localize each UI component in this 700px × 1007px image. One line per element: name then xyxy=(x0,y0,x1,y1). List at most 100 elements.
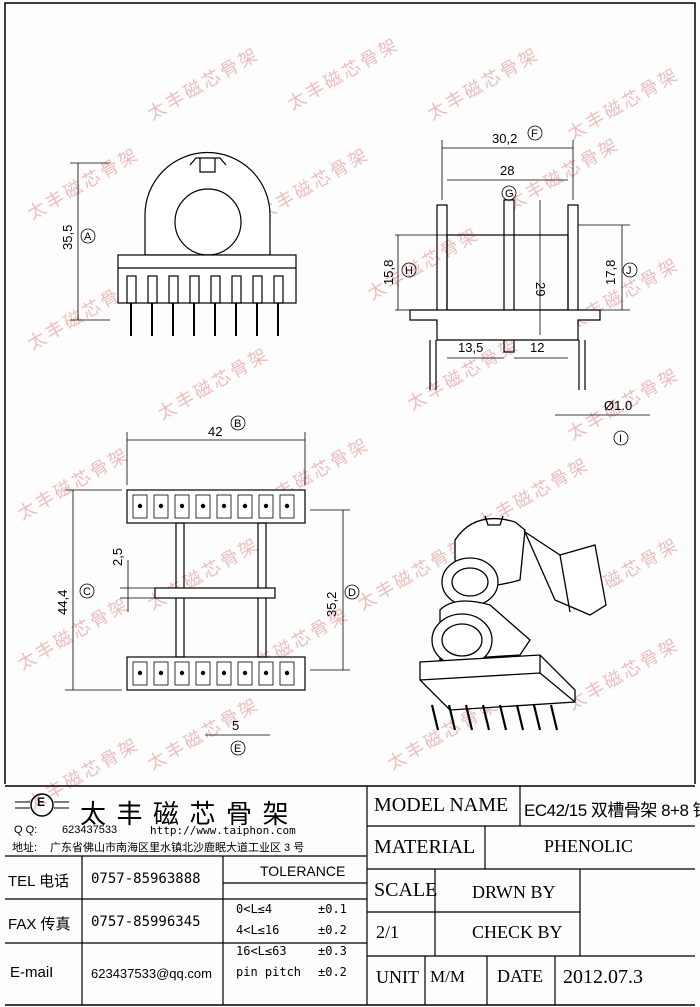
dim-left-offset: 13,5 xyxy=(458,340,483,355)
bottom-pin-hole xyxy=(263,503,269,509)
tolerance-range: 16<L≤63 xyxy=(236,944,287,958)
bottom-pin-hole xyxy=(200,670,206,676)
isometric-view xyxy=(419,515,607,731)
label-e: E xyxy=(234,743,241,755)
bottom-pin-hole xyxy=(221,670,227,676)
label-j: J xyxy=(626,265,632,277)
bottom-pin-hole xyxy=(242,503,248,509)
bottom-pin-slot xyxy=(174,494,190,519)
bottom-view xyxy=(126,489,306,691)
label-i: I xyxy=(619,433,622,445)
side-dims: 30,2 F 28 G 29 15,8 H 17,8 J 13,5 12 Ø1.… xyxy=(381,125,650,446)
technical-drawing: 35,5 A 30,2 F 28 G 29 xyxy=(4,2,696,784)
label-d: D xyxy=(348,587,356,599)
fax-label: FAX 传真 xyxy=(8,916,71,933)
tolerance-range: 0<L≤4 xyxy=(236,902,273,916)
bottom-pin-slot xyxy=(153,494,169,519)
bottom-pin-hole xyxy=(137,670,143,676)
bottom-pin-hole xyxy=(263,670,269,676)
bottom-pin-hole xyxy=(158,670,164,676)
address-text: 广东省佛山市南海区里水镇北沙鹿眠大道工业区 3 号 xyxy=(50,842,305,854)
bottom-pin-slot xyxy=(132,661,148,686)
check-by-label: CHECK BY xyxy=(472,922,563,942)
bottom-pin-slot xyxy=(279,661,295,686)
iso-pin xyxy=(498,704,508,731)
bottom-pin-hole xyxy=(158,503,164,509)
dim-h-value: 15,8 xyxy=(381,260,396,285)
bottom-pin-hole xyxy=(179,670,185,676)
website-link[interactable]: http://www.taiphon.com xyxy=(150,824,296,837)
dim-c-value: 44,4 xyxy=(55,590,70,615)
bottom-pin-hole xyxy=(284,503,290,509)
dim-right-offset: 12 xyxy=(530,340,544,355)
tolerance-title: TOLERANCE xyxy=(260,863,346,879)
bottom-pin-slot xyxy=(237,494,253,519)
iso-pin xyxy=(515,704,525,731)
bottom-pin-slot xyxy=(279,494,295,519)
bottom-pin-slot xyxy=(153,661,169,686)
tolerance-range: pin pitch xyxy=(236,965,302,979)
email-address[interactable]: 623437533@qq.com xyxy=(91,966,212,981)
bottom-pin-slot xyxy=(216,494,232,519)
company-name: 太 丰 磁 芯 骨 架 xyxy=(80,800,291,829)
label-a: A xyxy=(84,231,92,243)
bottom-pin-hole xyxy=(221,503,227,509)
dim-i-value: Ø1.0 xyxy=(604,398,632,413)
dim-a: 35,5 A xyxy=(60,162,110,321)
label-c: C xyxy=(83,586,91,598)
tolerance-value: ±0.1 xyxy=(318,902,347,916)
title-block: E 太 丰 磁 芯 骨 架 Q Q: 623437533 http://www.… xyxy=(0,784,700,1007)
label-f: F xyxy=(531,128,538,140)
bottom-pin-hole xyxy=(200,503,206,509)
sheet-border xyxy=(4,2,696,784)
unit-label: UNIT xyxy=(376,967,419,987)
label-g: G xyxy=(505,188,514,200)
tolerance-range: 4<L≤16 xyxy=(236,923,280,937)
dim-j-value: 17,8 xyxy=(603,260,618,285)
dim-a-value: 35,5 xyxy=(60,225,75,250)
label-h: H xyxy=(405,265,413,277)
dim-inner-width: 28 xyxy=(500,163,514,178)
qq-number: 623437533 xyxy=(62,824,118,836)
tolerance-value: ±0.2 xyxy=(318,965,347,979)
iso-pin xyxy=(464,704,474,731)
bottom-pin-hole xyxy=(179,503,185,509)
unit-value: M/M xyxy=(430,967,465,986)
bottom-pin-slot xyxy=(174,661,190,686)
qq-label: Q Q: xyxy=(14,824,38,836)
dim-f-value: 30,2 xyxy=(492,131,517,146)
iso-pin xyxy=(481,704,491,731)
dim-e-value: 5 xyxy=(232,718,239,733)
front-view xyxy=(117,151,297,336)
bottom-pin-slot xyxy=(195,661,211,686)
iso-pin xyxy=(549,704,559,731)
bottom-pin-hole xyxy=(242,670,248,676)
tel-label: TEL 电话 xyxy=(8,873,70,890)
email-label: E-maiI xyxy=(10,964,54,981)
bottom-pin-hole xyxy=(137,503,143,509)
tolerance-value: ±0.2 xyxy=(318,923,347,937)
material-value: PHENOLIC xyxy=(544,836,633,856)
bottom-pin-slot xyxy=(237,661,253,686)
company-logo xyxy=(15,793,69,817)
bottom-pin-slot xyxy=(258,661,274,686)
tolerance-value: ±0.3 xyxy=(318,944,347,958)
bottom-pin-slot xyxy=(258,494,274,519)
label-b: B xyxy=(234,418,241,430)
bottom-pin-slot xyxy=(195,494,211,519)
drawn-by-label: DRWN BY xyxy=(472,882,556,902)
bottom-dims: 42 B 44,4 C 35,2 D 2,5 5 E xyxy=(55,415,360,756)
bottom-pin-slot xyxy=(132,494,148,519)
date-label: DATE xyxy=(497,966,543,986)
date-value: 2012.07.3 xyxy=(563,966,643,988)
model-name-label: MODEL NAME xyxy=(374,794,509,816)
address-label: 地址: xyxy=(12,842,38,854)
logo-letter: E xyxy=(37,795,46,809)
model-name-value: EC42/15 双槽骨架 8+8 针 xyxy=(524,801,700,820)
iso-pin xyxy=(447,704,457,731)
dim-flange-gap: 2,5 xyxy=(110,548,125,566)
material-label: MATERIAL xyxy=(374,836,476,858)
iso-pin xyxy=(532,704,542,731)
dim-g-value: 29 xyxy=(533,282,548,296)
